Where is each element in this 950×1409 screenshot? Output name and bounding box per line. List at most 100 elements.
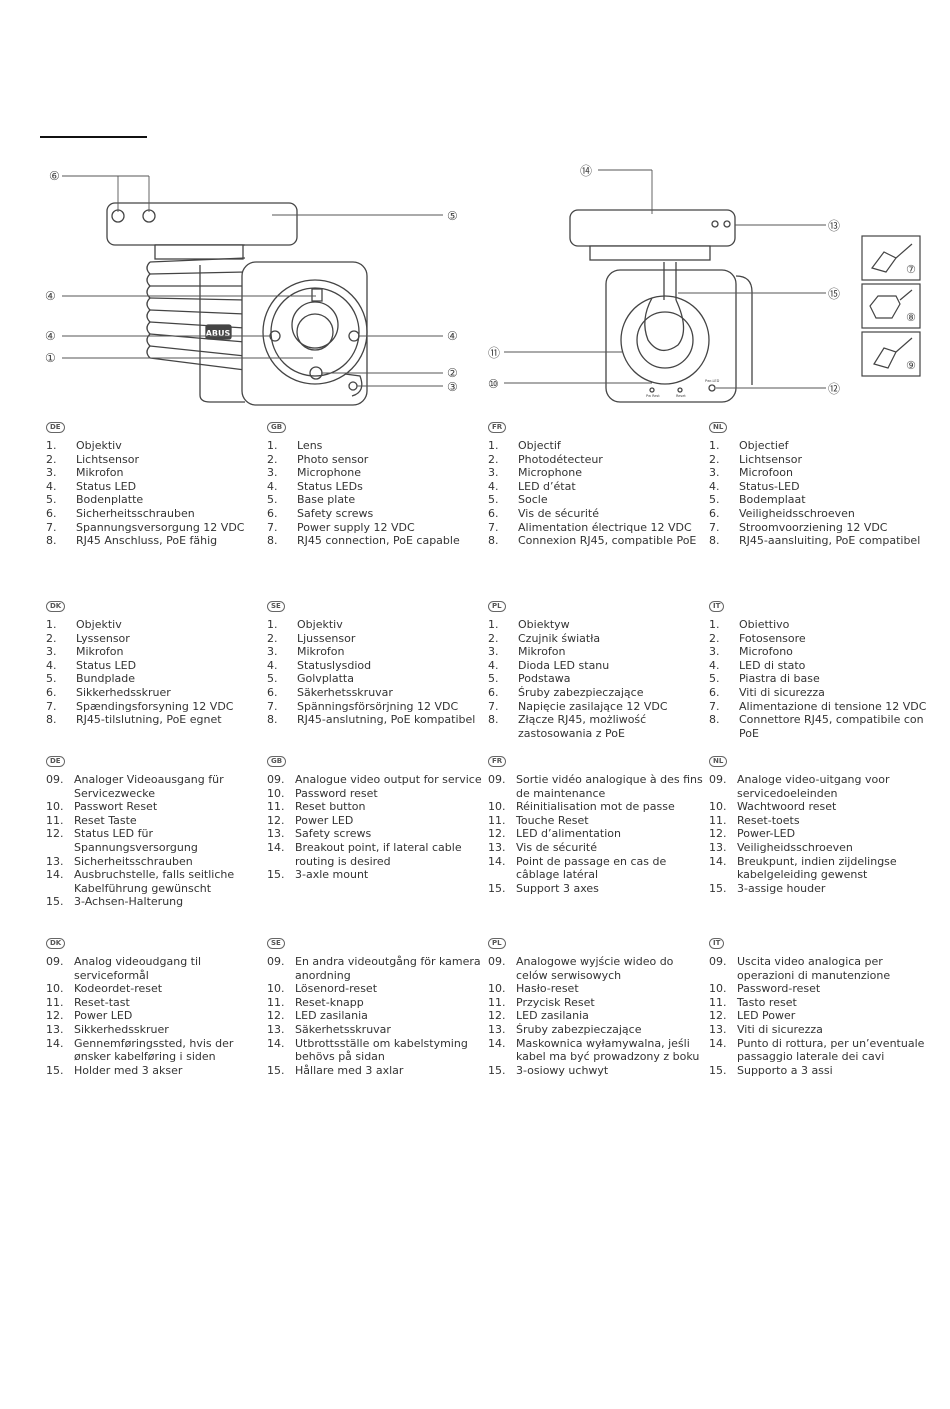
legend-item-number: 09. bbox=[46, 773, 64, 786]
legend-item-text: Mikrofon bbox=[76, 466, 124, 480]
callout-12: ⑫ bbox=[828, 382, 840, 396]
legend-item: 15.3-axle mount bbox=[267, 868, 487, 882]
legend-item-text: Bundplade bbox=[76, 672, 136, 686]
camera-logo: ABUS bbox=[206, 329, 231, 338]
legend-item-number: 14. bbox=[709, 1036, 727, 1050]
legend-item-text: Stroomvoorziening 12 VDC bbox=[739, 520, 888, 534]
legend-item-number: 6. bbox=[46, 506, 57, 520]
legend-item-text: Base plate bbox=[297, 493, 356, 507]
legend-item: 12.LED zasilania bbox=[267, 1009, 487, 1023]
callout-4c: ④ bbox=[447, 329, 458, 343]
legend-item-text: Alimentazione di tensione 12 VDC bbox=[739, 699, 927, 713]
language-badge: NL bbox=[709, 756, 728, 767]
callout-9: ⑨ bbox=[906, 359, 916, 372]
legend-item-number: 14. bbox=[46, 868, 64, 882]
legend-item-text: Punto di rottura, per un’eventuale passa… bbox=[737, 1036, 925, 1064]
legend-item-text: Reset Taste bbox=[74, 813, 137, 827]
legend-item: 09.Analogue video output for service bbox=[267, 773, 487, 787]
legend-item: 1.Lens bbox=[267, 439, 487, 453]
legend-item: 8.Connettore RJ45, compatibile con PoE bbox=[709, 713, 929, 740]
legend-item-text: Power-LED bbox=[737, 827, 796, 841]
legend-item-number: 09. bbox=[709, 955, 727, 968]
legend-item-text: LED zasilania bbox=[516, 1009, 589, 1023]
legend-item-text: Status-LED bbox=[739, 479, 800, 493]
legend-item-text: Status LED für Spannungsversorgung bbox=[74, 827, 198, 854]
rear-port-labels: Pw Rest Reset Pwr-LED bbox=[646, 379, 720, 398]
legend-item-number: 5. bbox=[488, 672, 499, 686]
legend-item-number: 4. bbox=[267, 479, 278, 493]
port-label-reset: Reset bbox=[676, 394, 686, 398]
legend-item: 12.Power LED bbox=[267, 814, 487, 828]
legend-item-number: 2. bbox=[488, 452, 499, 466]
legend-item-text: Mikrofon bbox=[76, 645, 124, 659]
legend-item: 7.Alimentazione di tensione 12 VDC bbox=[709, 700, 929, 714]
legend-item: 7.Napięcie zasilające 12 VDC bbox=[488, 700, 708, 714]
legend-item-text: Sikkerhedsskruer bbox=[74, 1022, 169, 1036]
legend-item-text: Hållare med 3 axlar bbox=[295, 1063, 404, 1077]
legend-item-text: Reset-knapp bbox=[295, 995, 364, 1009]
legend-item: 8.RJ45-anslutning, PoE kompatibel bbox=[267, 713, 487, 727]
legend-item-text: Czujnik światła bbox=[518, 631, 601, 645]
legend-item: 4.Status LEDs bbox=[267, 480, 487, 494]
legend-item-text: Lyssensor bbox=[76, 631, 130, 645]
legend-item: 10.Wachtwoord reset bbox=[709, 800, 929, 814]
legend-item-text: Wachtwoord reset bbox=[737, 800, 837, 814]
legend-item-text: Microphone bbox=[297, 466, 362, 480]
legend-item-number: 4. bbox=[709, 658, 720, 672]
language-badge: IT bbox=[709, 938, 725, 949]
legend-item-text: Säkerhetsskruvar bbox=[297, 685, 393, 699]
legend-item-number: 12. bbox=[267, 1009, 285, 1023]
legend-item-number: 7. bbox=[46, 520, 57, 534]
legend-item-text: Fotosensore bbox=[739, 631, 806, 645]
legend-item: 12. LED Power bbox=[709, 1009, 929, 1023]
legend-item-number: 13. bbox=[46, 854, 64, 868]
left-leader-lines bbox=[62, 175, 443, 387]
legend-item-number: 12. bbox=[46, 827, 64, 841]
legend-item: 13.Safety screws bbox=[267, 827, 487, 841]
legend-item-number: 11. bbox=[267, 800, 285, 814]
legend-item-number: 12. bbox=[709, 1009, 727, 1023]
legend-item: 8.RJ45 Anschluss, PoE fähig bbox=[46, 534, 266, 548]
legend-item-number: 10. bbox=[46, 982, 64, 996]
legend-item-number: 7. bbox=[267, 699, 278, 713]
legend-item-number: 6. bbox=[488, 506, 499, 520]
legend-item-number: 14. bbox=[267, 1036, 285, 1050]
legend-item-text: Analogowe wyjście wideo do celów serwiso… bbox=[516, 955, 674, 982]
legend-item-number: 10. bbox=[488, 800, 506, 814]
callout-11: ⑪ bbox=[488, 346, 500, 360]
legend-item-number: 6. bbox=[267, 685, 278, 699]
legend-item-number: 12. bbox=[488, 1009, 506, 1023]
legend-item: 4.Status LED bbox=[46, 659, 266, 673]
legend-item: 8.RJ45-tilslutning, PoE egnet bbox=[46, 713, 266, 727]
legend-item-number: 3. bbox=[46, 466, 57, 480]
legend-item-number: 5. bbox=[709, 672, 720, 686]
legend-item-number: 13. bbox=[267, 827, 285, 841]
legend-item: 15.Supporto a 3 assi bbox=[709, 1064, 929, 1078]
legend-item-text: Mikrofon bbox=[297, 645, 345, 659]
legend-item-text: Photo sensor bbox=[297, 452, 369, 466]
legend-item-number: 2. bbox=[46, 452, 57, 466]
legend-item-text: Touche Reset bbox=[516, 813, 589, 827]
inset-callouts: ⑦ ⑧ ⑨ bbox=[906, 263, 916, 372]
legend-item-text: LED Power bbox=[737, 1009, 796, 1023]
legend-item-number: 7. bbox=[709, 520, 720, 534]
legend-item-number: 12. bbox=[709, 827, 727, 841]
legend-item-number: 13. bbox=[46, 1022, 64, 1036]
legend-item-number: 5. bbox=[709, 493, 720, 507]
legend-item: 1.Objektiv bbox=[46, 439, 266, 453]
legend-item-text: Lösenord-reset bbox=[295, 982, 378, 996]
legend-item-number: 5. bbox=[267, 493, 278, 507]
legend-item-text: Objectief bbox=[739, 439, 789, 452]
legend-item-number: 3. bbox=[488, 645, 499, 659]
legend-item: 1.Obiettivo bbox=[709, 618, 929, 632]
legend-item-number: 3. bbox=[488, 466, 499, 480]
legend-item: 1.Objektiv bbox=[46, 618, 266, 632]
language-badge: DK bbox=[46, 601, 66, 612]
legend-item: 11.Reset button bbox=[267, 800, 487, 814]
connector-insets bbox=[861, 235, 921, 377]
legend-item-text: Microfono bbox=[739, 645, 793, 659]
legend-item-number: 7. bbox=[488, 699, 499, 713]
